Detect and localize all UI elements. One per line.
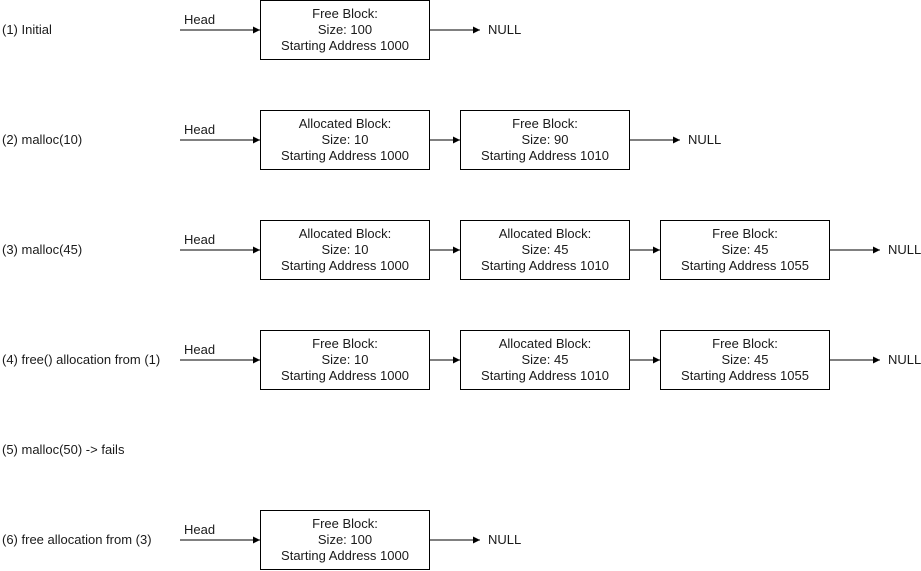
step-label: (4) free() allocation from (1) <box>2 352 161 367</box>
block-address: Starting Address 1010 <box>481 148 609 163</box>
step-label: (6) free allocation from (3) <box>2 532 152 547</box>
block-size: Size: 10 <box>321 132 369 147</box>
null-label: NULL <box>488 22 522 37</box>
head-pointer-label: Head <box>184 522 216 537</box>
null-label: NULL <box>488 532 522 547</box>
block-title: Free Block: <box>712 226 778 241</box>
block-address: Starting Address 1000 <box>281 38 409 53</box>
block-title: Allocated Block: <box>498 226 592 241</box>
block-size: Size: 100 <box>317 532 373 547</box>
step-label: (5) malloc(50) -> fails <box>2 442 125 457</box>
null-label: NULL <box>888 352 921 367</box>
step-label: (2) malloc(10) <box>2 132 83 147</box>
block-title: Allocated Block: <box>498 336 592 351</box>
head-pointer-label: Head <box>184 12 216 27</box>
block-size: Size: 45 <box>721 242 769 257</box>
block-address: Starting Address 1055 <box>681 258 809 273</box>
block-title: Free Block: <box>712 336 778 351</box>
block-address: Starting Address 1000 <box>281 258 409 273</box>
null-label: NULL <box>688 132 722 147</box>
step-label: (3) malloc(45) <box>2 242 83 257</box>
block-title: Free Block: <box>312 6 378 21</box>
block-size: Size: 10 <box>321 352 369 367</box>
head-pointer-label: Head <box>184 232 216 247</box>
block-title: Allocated Block: <box>298 226 392 241</box>
null-label: NULL <box>888 242 921 257</box>
block-title: Free Block: <box>512 116 578 131</box>
block-address: Starting Address 1000 <box>281 148 409 163</box>
block-address: Starting Address 1055 <box>681 368 809 383</box>
block-address: Starting Address 1010 <box>481 368 609 383</box>
head-pointer-label: Head <box>184 122 216 137</box>
block-address: Starting Address 1000 <box>281 368 409 383</box>
block-address: Starting Address 1000 <box>281 548 409 563</box>
head-pointer-label: Head <box>184 342 216 357</box>
block-size: Size: 10 <box>321 242 369 257</box>
step-label: (1) Initial <box>2 22 52 37</box>
block-size: Size: 90 <box>521 132 569 147</box>
block-title: Allocated Block: <box>298 116 392 131</box>
block-size: Size: 100 <box>317 22 373 37</box>
block-size: Size: 45 <box>521 352 569 367</box>
block-title: Free Block: <box>312 516 378 531</box>
block-size: Size: 45 <box>721 352 769 367</box>
block-size: Size: 45 <box>521 242 569 257</box>
block-address: Starting Address 1010 <box>481 258 609 273</box>
block-title: Free Block: <box>312 336 378 351</box>
